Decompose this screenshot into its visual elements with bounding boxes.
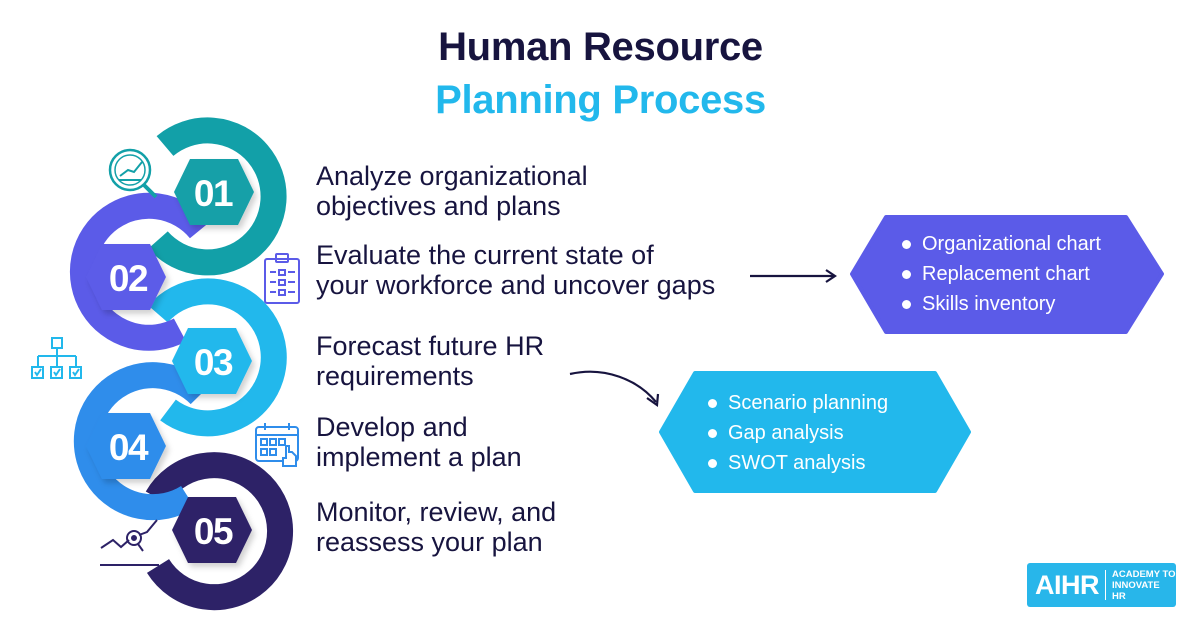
hexagon-step-4: 04 [86,413,166,479]
callout-2-item: Scenario planning [706,388,888,418]
step-number-5: 05 [194,511,233,552]
ring-step-1 [148,117,287,276]
step-2-line-1: Evaluate the current state of [316,240,654,270]
callout-1-item: Skills inventory [900,289,1101,319]
step-1-line-1: Analyze organizational [316,161,588,191]
step-1-text: Analyze organizational objectives and pl… [316,161,588,221]
step-4-line-2: implement a plan [316,442,522,472]
callout-box-1-shape [850,215,1164,334]
logo-tagline-line-1: ACADEMY TO [1112,568,1176,580]
arrow-to-callout-1 [750,269,837,283]
logo-divider [1105,570,1106,600]
step-4-line-1: Develop and [316,412,468,442]
hexagon-step-1: 01 [174,159,254,225]
logo-tagline: ACADEMY TO INNOVATE HR [1112,569,1176,602]
callout-2-item: Gap analysis [706,418,888,448]
ring-step-5 [145,452,294,611]
aihr-logo: AIHR ACADEMY TO INNOVATE HR [1027,563,1176,607]
trend-inspect-icon [100,519,159,566]
ring-step-4 [73,362,210,521]
step-5-line-2: reassess your plan [316,527,543,557]
callout-box-2-shape [659,371,971,493]
analytics-magnifier-icon [108,148,158,199]
org-chart-icon [31,337,82,379]
step-2-line-2: your workforce and uncover gaps [316,270,716,300]
callout-1-item: Replacement chart [900,259,1101,289]
step-5-text: Monitor, review, and reassess your plan [316,497,556,557]
step-1-line-2: objectives and plans [316,191,561,221]
arrow-to-callout-2 [569,370,660,407]
callout-2-item: SWOT analysis [706,448,888,478]
hexagon-step-3: 03 [172,328,252,394]
calendar-click-icon [255,423,299,467]
step-3-line-2: requirements [316,361,474,391]
step-number-3: 03 [194,342,233,383]
hexagon-step-2: 02 [86,244,166,310]
step-number-2: 02 [109,258,148,299]
step-2-text: Evaluate the current state of your workf… [316,240,715,300]
callout-1-item: Organizational chart [900,229,1101,259]
logo-wordmark: AIHR [1035,569,1100,600]
clipboard-checklist-icon [264,253,300,304]
logo-tagline-line-2: INNOVATE HR [1112,579,1160,602]
step-5-line-1: Monitor, review, and [316,497,557,527]
hexagon-step-5: 05 [172,497,252,563]
step-number-4: 04 [109,427,149,468]
ring-step-3 [148,278,287,437]
callout-box-2: Scenario planning Gap analysis SWOT anal… [706,388,888,478]
step-number-1: 01 [194,173,233,214]
title-line-2: Planning Process [435,78,766,122]
ring-step-2 [69,192,211,351]
step-4-text: Develop and implement a plan [316,412,522,472]
step-3-text: Forecast future HR requirements [316,331,544,391]
title-line-1: Human Resource [438,25,763,69]
callout-box-1: Organizational chart Replacement chart S… [900,229,1101,319]
step-3-line-1: Forecast future HR [316,331,545,361]
